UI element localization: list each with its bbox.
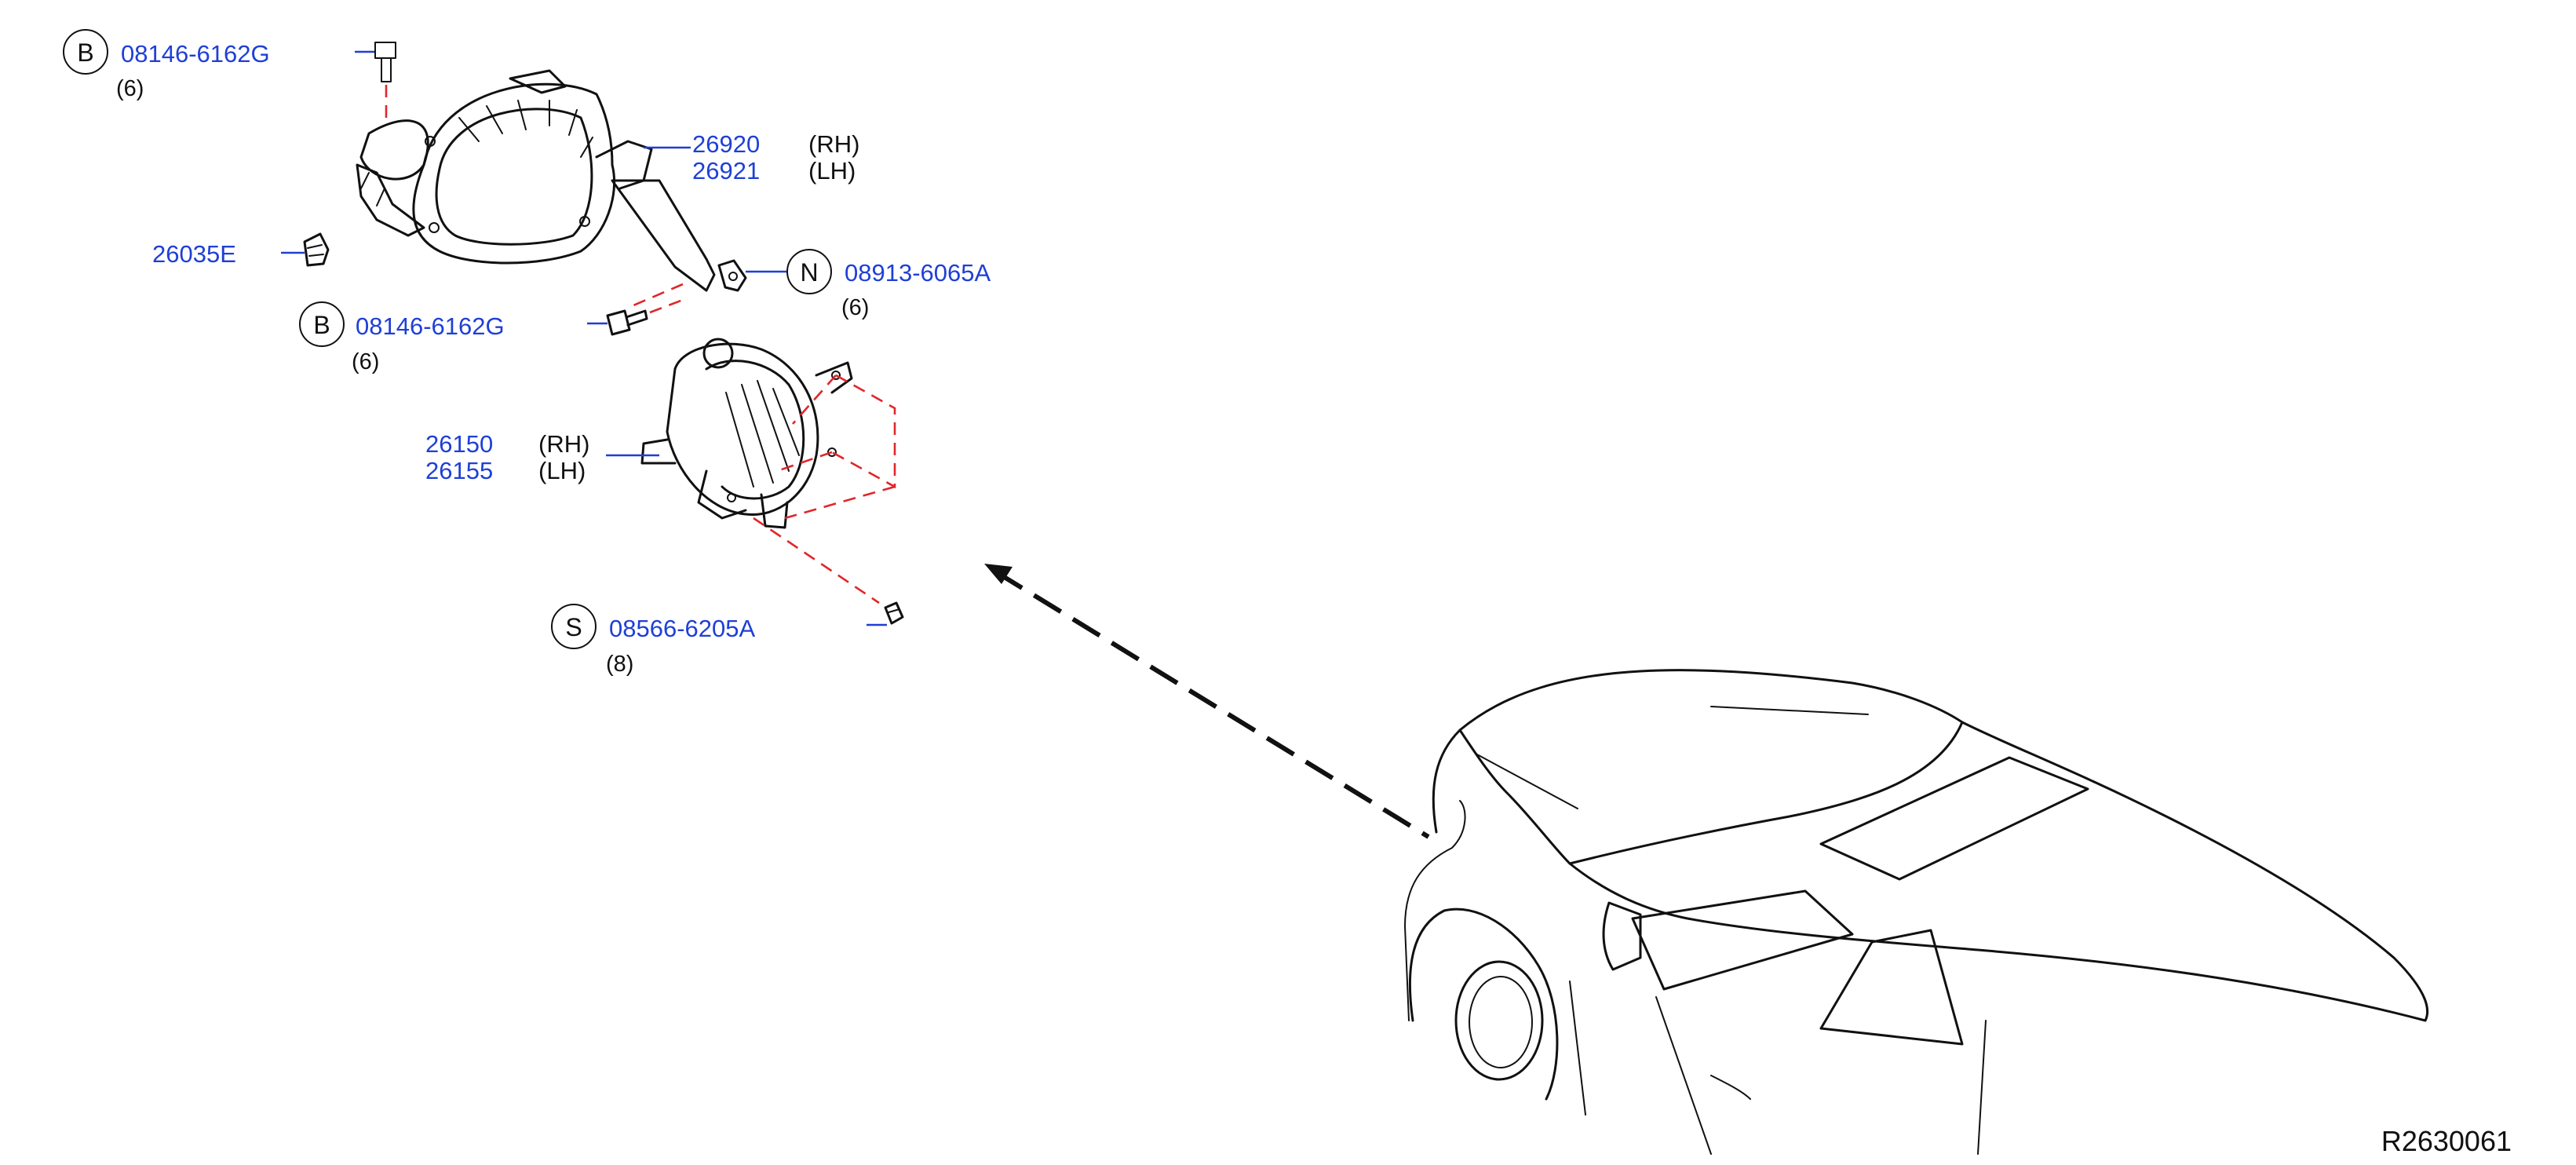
callout-bracket: 26920 (RH) 26921 (LH) — [644, 130, 859, 184]
quantity-b-top: (6) — [116, 76, 144, 101]
callout-circle-n — [786, 249, 832, 294]
part-number-26150[interactable]: 26150 — [425, 430, 493, 458]
callout-screw-s: S 08566-6205A (8) — [551, 604, 755, 677]
part-number-08146-6162g-top[interactable]: 08146-6162G — [121, 40, 270, 68]
part-number-08566-6205a[interactable]: 08566-6205A — [609, 615, 755, 642]
callout-circle-b-mid — [299, 301, 345, 347]
bolt-top-icon — [355, 42, 396, 126]
fog-lamp-bracket-drawing — [356, 69, 716, 309]
callout-code-n: N — [800, 258, 818, 287]
clip-icon — [303, 232, 330, 267]
screw-icon — [867, 601, 904, 626]
callout-nut-n: N 08913-6065A (6) — [786, 249, 991, 320]
callout-circle-b-top — [63, 29, 108, 75]
nut-icon — [717, 259, 786, 292]
side-lh-26155: (LH) — [538, 457, 586, 484]
callout-code-b-mid: B — [313, 311, 330, 339]
side-rh-26920: (RH) — [808, 130, 859, 158]
callout-code-b-top: B — [77, 38, 93, 67]
callout-bolt-b-mid: B 08146-6162G (6) — [299, 301, 505, 374]
part-number-26155[interactable]: 26155 — [425, 457, 493, 484]
diagram-reference-code: R2630061 — [2381, 1125, 2512, 1157]
side-lh-26921: (LH) — [808, 157, 856, 184]
part-number-26920[interactable]: 26920 — [692, 130, 760, 158]
part-number-08146-6162g-mid[interactable]: 08146-6162G — [356, 312, 505, 340]
fog-lamp-drawing — [640, 338, 896, 604]
quantity-b-mid: (6) — [352, 349, 379, 374]
part-number-26921[interactable]: 26921 — [692, 157, 760, 184]
location-arrow — [984, 564, 1430, 839]
callout-clip: 26035E — [152, 240, 305, 268]
vehicle-outline-drawing — [1404, 669, 2429, 1155]
bolt-mid-icon — [587, 298, 684, 336]
callout-lamp: 26150 (RH) 26155 (LH) — [425, 430, 659, 484]
quantity-s: (8) — [606, 652, 633, 677]
part-number-08913-6065a[interactable]: 08913-6065A — [845, 259, 991, 287]
callout-code-s: S — [565, 613, 582, 641]
part-number-26035e[interactable]: 26035E — [152, 240, 236, 268]
callout-bolt-b-top: B 08146-6162G (6) — [63, 29, 270, 101]
callout-circle-s — [551, 604, 597, 649]
quantity-n: (6) — [841, 295, 869, 320]
side-rh-26150: (RH) — [538, 430, 589, 458]
